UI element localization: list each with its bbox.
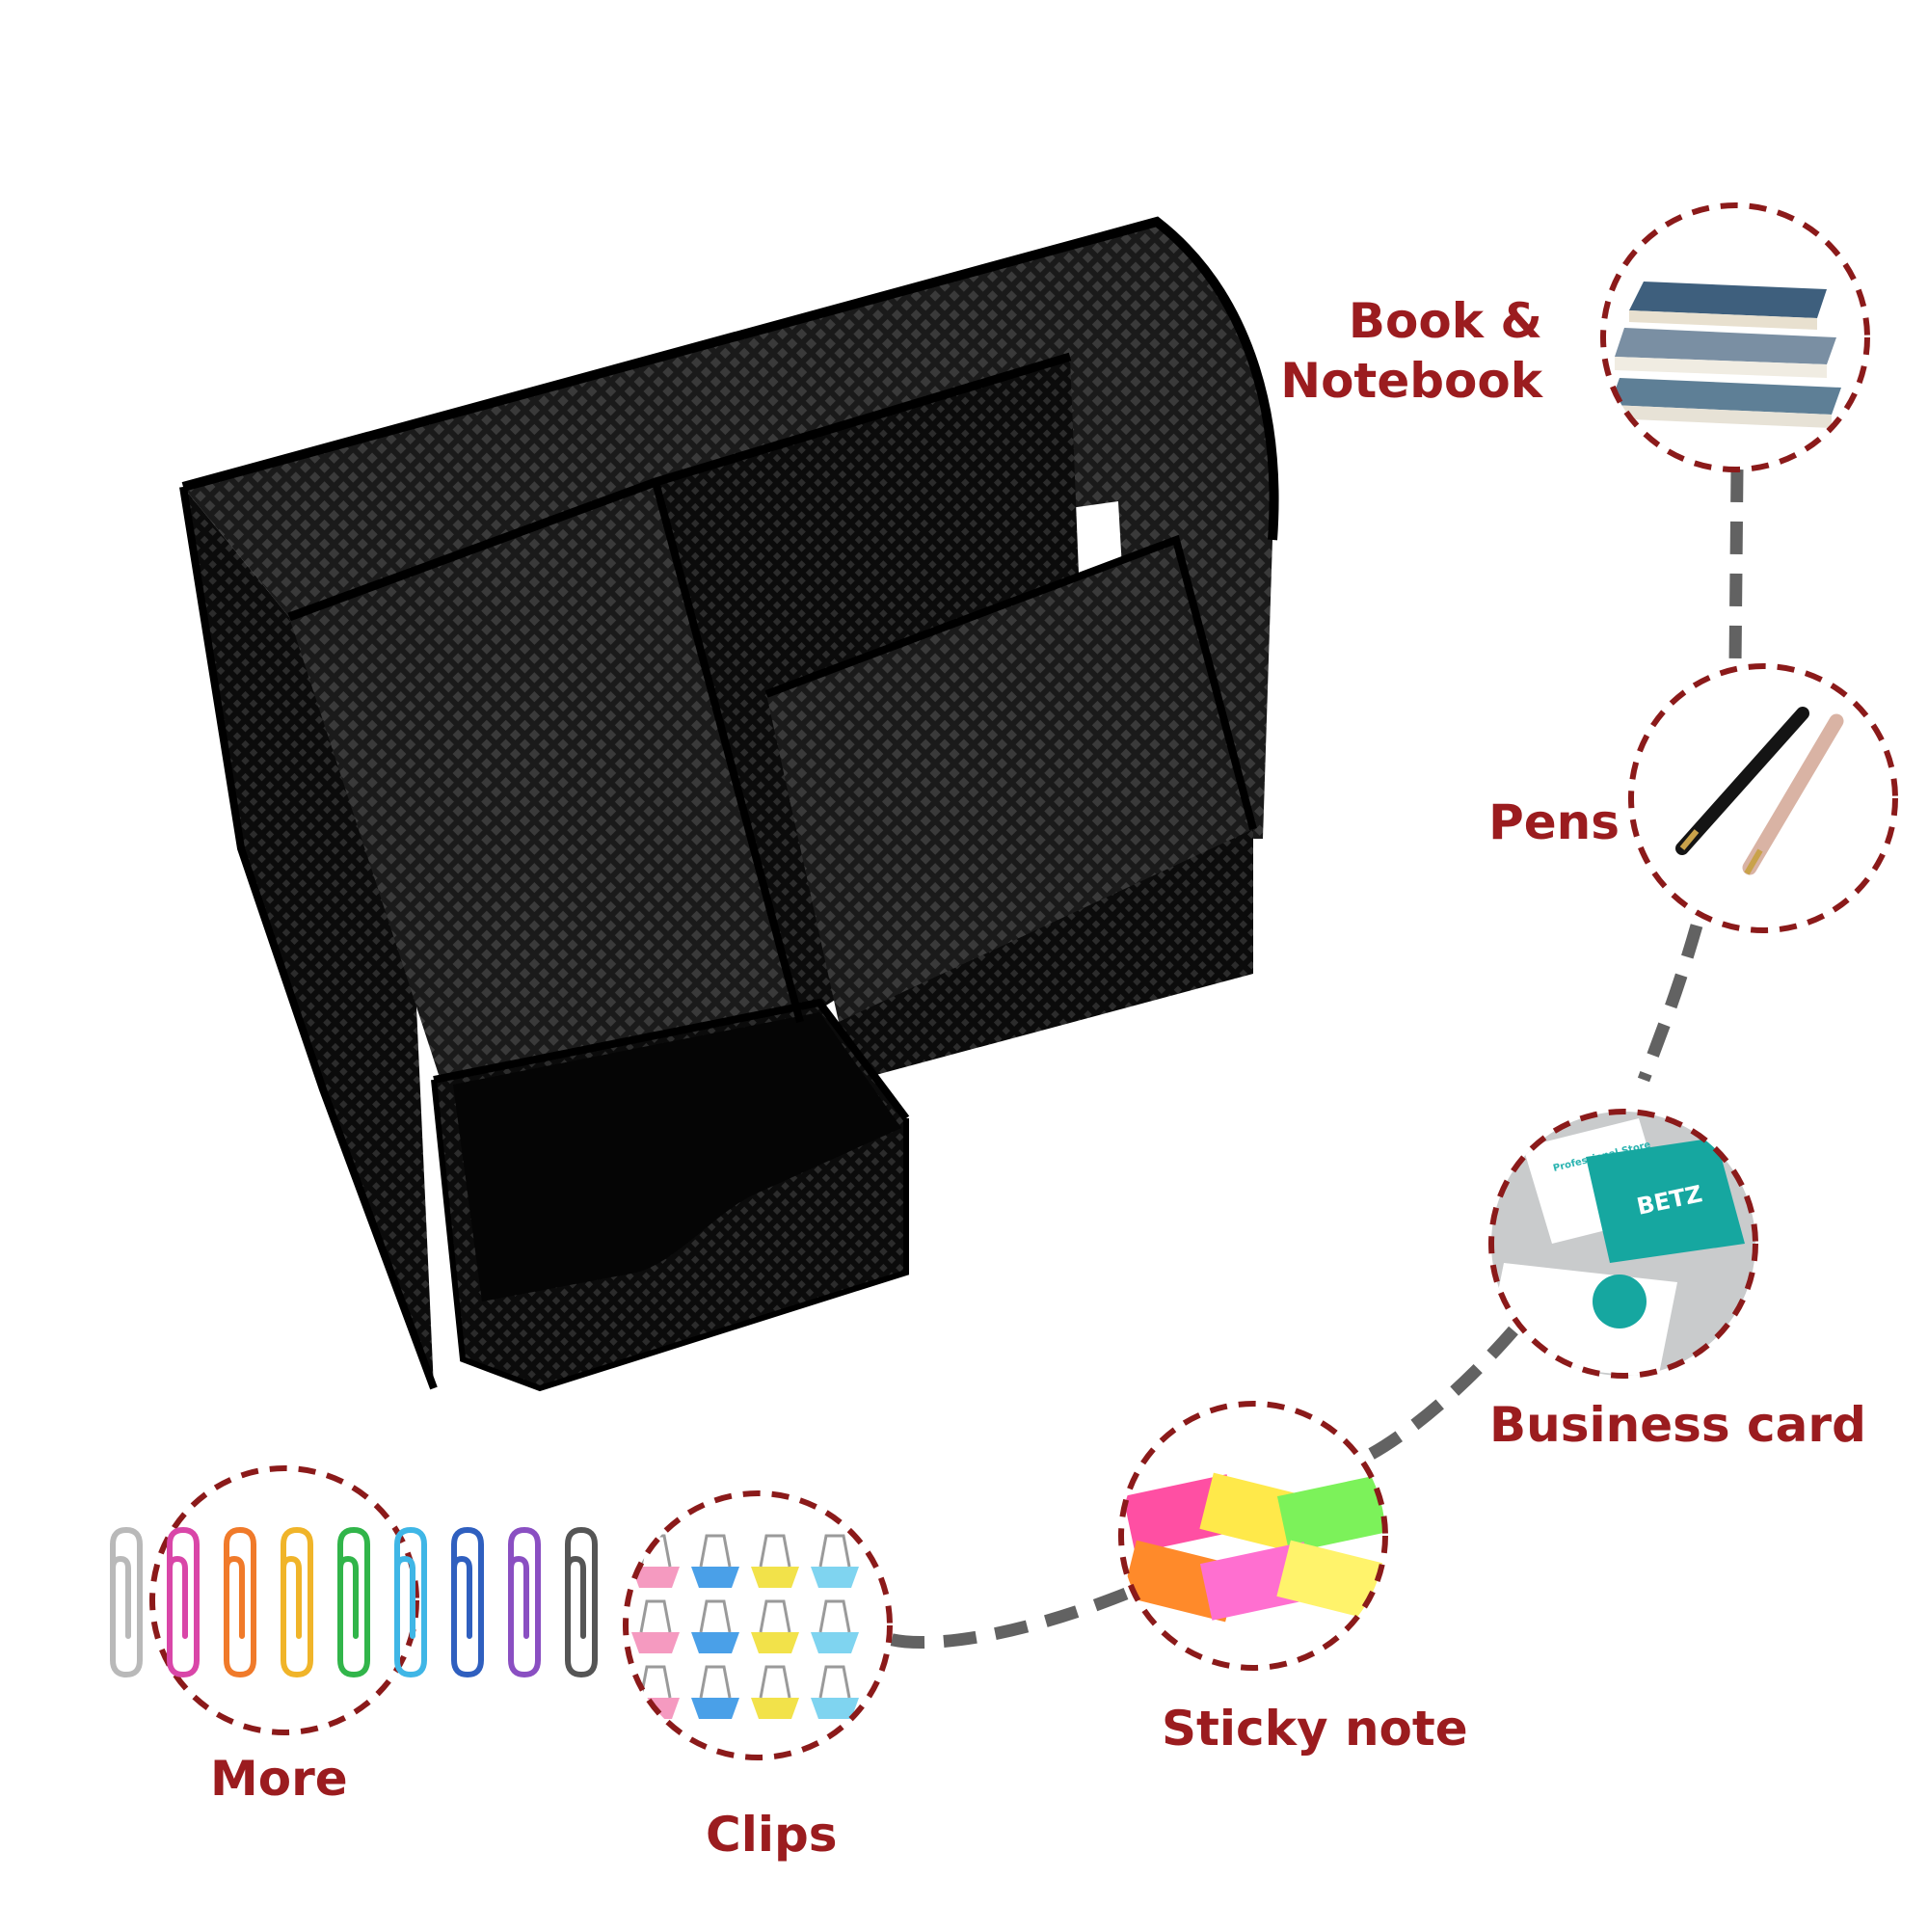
- binder-clip: [691, 1534, 739, 1588]
- binder-clip: [631, 1599, 680, 1653]
- sticky-pad: [1276, 1540, 1385, 1623]
- binder-clip: [811, 1534, 859, 1588]
- label-sticky-note: Sticky note: [1162, 1701, 1468, 1757]
- binder-clip: [691, 1665, 739, 1719]
- pink-pen: [1742, 713, 1844, 875]
- paperclip-icon: [565, 1526, 598, 1678]
- black-pen: [1675, 707, 1809, 855]
- book-2: [1615, 328, 1836, 364]
- binder-clip: [691, 1599, 739, 1653]
- paperclip-icon: [224, 1526, 256, 1678]
- teal-card: [1586, 1138, 1745, 1263]
- paperclips-more-thumbnail: [110, 1465, 598, 1735]
- sticky-note-thumbnail: [1118, 1401, 1388, 1671]
- binder-clip: [751, 1534, 799, 1588]
- paperclip-icon: [508, 1526, 541, 1678]
- paperclip-icon: [167, 1526, 200, 1678]
- book-1: [1629, 282, 1827, 318]
- paperclip-icon: [337, 1526, 370, 1678]
- paperclip-icon: [451, 1526, 484, 1678]
- label-business-card: Business card: [1489, 1397, 1866, 1453]
- label-book-line-2: Notebook: [1280, 353, 1542, 409]
- label-more: More: [210, 1751, 348, 1807]
- paperclip-icon: [394, 1526, 427, 1678]
- label-pens: Pens: [1488, 794, 1620, 850]
- pens-thumbnail: [1628, 663, 1898, 933]
- paperclip-icon: [281, 1526, 313, 1678]
- binder-clip: [751, 1599, 799, 1653]
- sticky-pad: [1276, 1474, 1385, 1553]
- label-book-notebook: Book & Notebook: [1253, 291, 1542, 411]
- business-card-thumbnail: Professional Store BETZ: [1488, 1109, 1758, 1379]
- paperclip-icon: [110, 1526, 143, 1678]
- label-book-line-1: Book &: [1348, 293, 1542, 349]
- label-clips: Clips: [706, 1807, 838, 1863]
- binder-clips-thumbnail: [623, 1490, 893, 1760]
- binder-clip: [811, 1599, 859, 1653]
- book-notebook-thumbnail: [1600, 202, 1870, 472]
- book-3: [1610, 378, 1841, 415]
- binder-clip: [751, 1665, 799, 1719]
- binder-clip: [811, 1665, 859, 1719]
- mesh-desk-organizer-image: [179, 216, 1279, 1392]
